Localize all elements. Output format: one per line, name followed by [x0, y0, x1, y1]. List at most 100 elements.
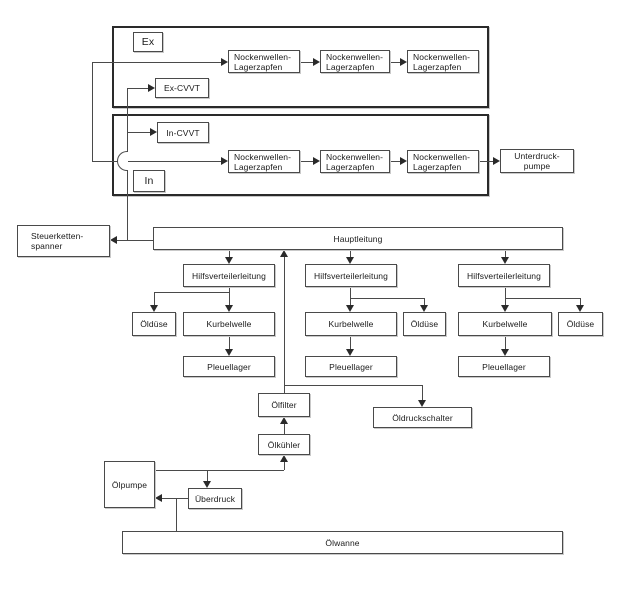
arrowhead-up-13: [280, 250, 288, 257]
box-nockenwellen-lagerzapfen-ex-1-label: Nockenwellen-: [234, 51, 292, 62]
connector-segment-6: [390, 161, 400, 162]
connector-segment-1: [92, 62, 221, 63]
connector-segment-5: [300, 161, 313, 162]
box-pleuellager-3: Pleuellager: [458, 356, 550, 377]
box-oelfilter-label: Ölfilter: [271, 400, 297, 410]
box-unterdruckpumpe-label: Unterdruck-: [514, 151, 560, 161]
box-hauptleitung-label: Hauptleitung: [333, 233, 383, 244]
connector-segment-22: [229, 292, 230, 305]
box-kurbelwelle-3-label: Kurbelwelle: [482, 319, 528, 329]
box-nockenwellen-lagerzapfen-in-3: Nockenwellen-Lagerzapfen: [407, 150, 479, 173]
box-steuerkettenspanner: Steuerketten-spanner: [17, 225, 110, 257]
arrowhead-right-0: [221, 58, 228, 66]
arrowhead-down-22: [576, 305, 584, 312]
connector-segment-35: [155, 470, 284, 471]
box-nockenwellen-lagerzapfen-ex-1-label: Lagerzapfen: [234, 61, 283, 72]
box-steuerkettenspanner-label: spanner: [31, 241, 63, 251]
connector-segment-19: [229, 287, 230, 292]
arrowhead-down-26: [203, 481, 211, 488]
arrowhead-right-6: [493, 157, 500, 165]
connector-segment-25: [350, 298, 424, 299]
connector-segment-4: [390, 62, 400, 63]
box-hilfsverteilerleitung-3-label: Hilfsverteilerleitung: [467, 270, 541, 281]
box-hilfsverteilerleitung-1: Hilfsverteilerleitung: [183, 264, 275, 287]
arrowhead-right-8: [150, 128, 157, 136]
arrowhead-down-17: [225, 349, 233, 356]
box-steuerkettenspanner-label: Steuerketten-: [31, 231, 84, 241]
box-ex-cvvt-label: Ex-CVVT: [163, 83, 201, 93]
arrowhead-down-11: [346, 257, 354, 264]
box-ueberdruck-label: Überdruck: [194, 493, 236, 504]
arrowhead-down-12: [501, 257, 509, 264]
box-oelpumpe-label: Ölpumpe: [111, 479, 148, 490]
arrowhead-down-10: [225, 257, 233, 264]
box-nockenwellen-lagerzapfen-in-1-label: Lagerzapfen: [234, 161, 283, 172]
box-hilfsverteilerleitung-3: Hilfsverteilerleitung: [458, 264, 550, 287]
box-nockenwellen-lagerzapfen-in-1-label: Nockenwellen-: [234, 151, 292, 162]
box-nockenwellen-lagerzapfen-in-2-label: Lagerzapfen: [326, 161, 375, 172]
arrowhead-right-3: [221, 157, 228, 165]
connector-segment-20: [154, 292, 229, 293]
arrowhead-down-21: [501, 305, 509, 312]
arrowhead-up-25: [280, 455, 288, 462]
connector-segment-16: [284, 257, 285, 393]
connector-segment-38: [162, 498, 188, 499]
connector-segment-18: [422, 385, 423, 400]
box-oelwanne-label: Ölwanne: [325, 537, 360, 548]
box-nockenwellen-lagerzapfen-ex-1: Nockenwellen-Lagerzapfen: [228, 50, 300, 73]
connector-segment-29: [505, 287, 506, 298]
box-nockenwellen-lagerzapfen-in-3-label: Nockenwellen-: [413, 151, 471, 162]
connector-segment-11: [127, 132, 150, 133]
arrowhead-right-5: [400, 157, 407, 165]
box-hilfsverteilerleitung-2: Hilfsverteilerleitung: [305, 264, 397, 287]
box-oelduese-2: Öldüse: [403, 312, 446, 336]
box-nockenwellen-lagerzapfen-ex-3-label: Lagerzapfen: [413, 61, 462, 72]
arrowhead-down-19: [420, 305, 428, 312]
connector-segment-24: [350, 287, 351, 298]
arrowhead-down-23: [501, 349, 509, 356]
box-in-label: In: [133, 170, 165, 192]
box-oelduese-3: Öldüse: [558, 312, 603, 336]
box-nockenwellen-lagerzapfen-in-2: Nockenwellen-Lagerzapfen: [320, 150, 390, 173]
connector-segment-26: [350, 298, 351, 305]
box-hauptleitung: Hauptleitung: [153, 227, 563, 250]
connector-segment-23: [229, 336, 230, 349]
connector-segment-12: [117, 240, 153, 241]
box-oeldruckschalter-label: Öldruckschalter: [392, 412, 453, 423]
box-pleuellager-2-label: Pleuellager: [329, 361, 373, 372]
arrowhead-left-9: [110, 236, 117, 244]
arrowhead-down-14: [418, 400, 426, 407]
box-nockenwellen-lagerzapfen-ex-3-label: Nockenwellen-: [413, 51, 471, 62]
connector-segment-34: [284, 424, 285, 434]
box-ex-label: Ex: [133, 32, 163, 52]
group-frame-exhaust: [112, 26, 489, 108]
box-nockenwellen-lagerzapfen-ex-3: Nockenwellen-Lagerzapfen: [407, 50, 479, 73]
arrowhead-down-18: [346, 305, 354, 312]
box-ueberdruck: Überdruck: [188, 488, 242, 509]
box-in-label-label: In: [144, 175, 154, 187]
connector-segment-31: [505, 298, 506, 305]
arrowhead-down-15: [150, 305, 158, 312]
box-oelwanne: Ölwanne: [122, 531, 563, 554]
box-nockenwellen-lagerzapfen-in-3-label: Lagerzapfen: [413, 161, 462, 172]
box-pleuellager-1: Pleuellager: [183, 356, 275, 377]
connector-segment-17: [284, 385, 422, 386]
box-pleuellager-1-label: Pleuellager: [207, 361, 251, 372]
arrowhead-right-2: [400, 58, 407, 66]
connector-segment-36: [284, 462, 285, 470]
box-oelduese-1: Öldüse: [132, 312, 176, 336]
box-oelduese-3-label: Öldüse: [566, 319, 595, 329]
connector-segment-13: [229, 250, 230, 257]
connector-segment-14: [350, 250, 351, 257]
box-kurbelwelle-2: Kurbelwelle: [305, 312, 397, 336]
connector-segment-3: [300, 62, 313, 63]
connector-segment-9: [127, 171, 128, 240]
box-nockenwellen-lagerzapfen-ex-2-label: Nockenwellen-: [326, 51, 384, 62]
box-pleuellager-2: Pleuellager: [305, 356, 397, 377]
connector-segment-28: [350, 336, 351, 349]
box-pleuellager-3-label: Pleuellager: [482, 361, 526, 372]
arrowhead-left-27: [155, 494, 162, 502]
box-nockenwellen-lagerzapfen-ex-2-label: Lagerzapfen: [326, 61, 375, 72]
box-nockenwellen-lagerzapfen-ex-2: Nockenwellen-Lagerzapfen: [320, 50, 390, 73]
